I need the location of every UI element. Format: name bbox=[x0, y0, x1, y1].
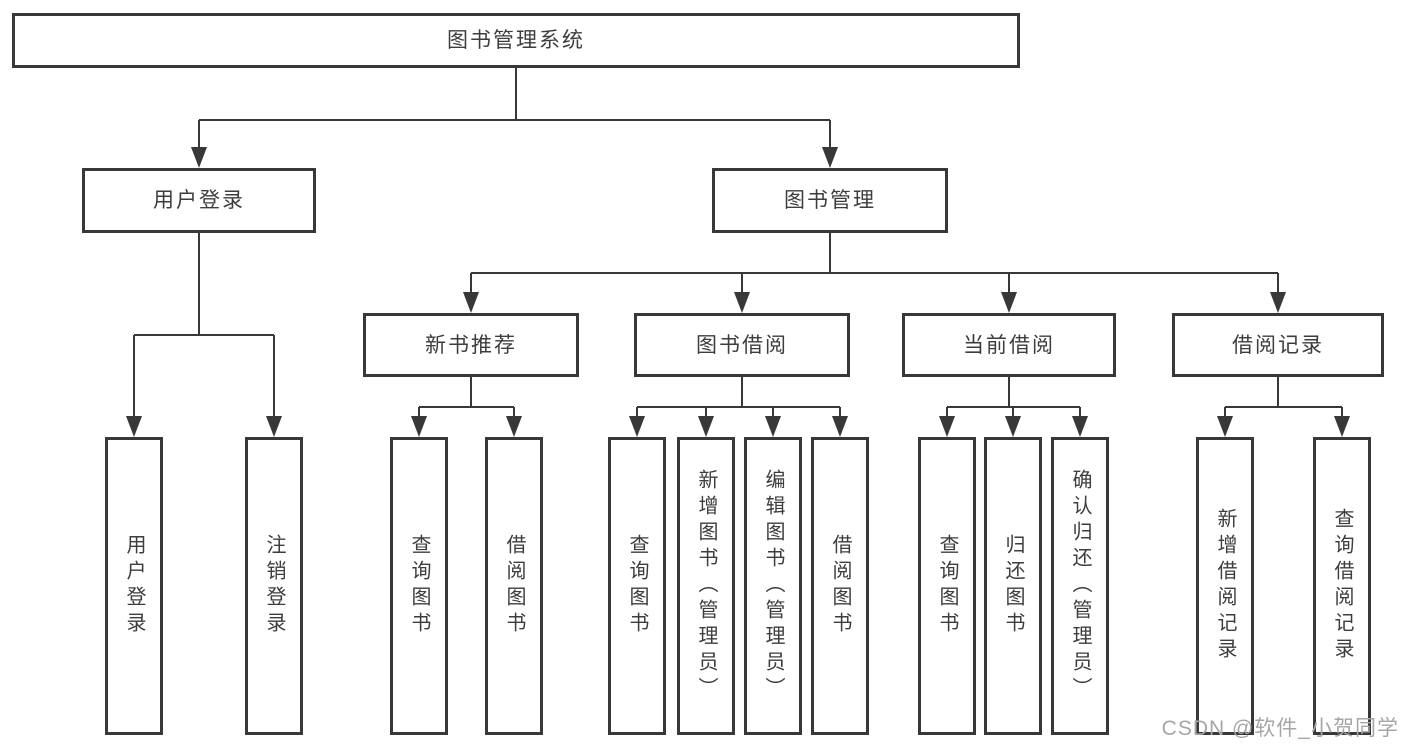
node-borrowing-records: 借阅记录 bbox=[1172, 313, 1384, 377]
arrowhead-icon bbox=[126, 416, 142, 437]
node-label: 当前借阅 bbox=[963, 333, 1055, 357]
leaf-logout: 注销登录 bbox=[245, 437, 303, 735]
connector-path bbox=[418, 377, 515, 419]
arrowhead-icon bbox=[765, 416, 781, 437]
node-new-book-recommend: 新书推荐 bbox=[363, 313, 579, 377]
leaf-user-login: 用户登录 bbox=[105, 437, 163, 735]
node-book-management: 图书管理 bbox=[712, 168, 948, 233]
leaf-query-borrow-record: 查询借阅记录 bbox=[1313, 437, 1371, 735]
leaf-edit-book-admin: 编辑图书（管理员） bbox=[744, 437, 802, 735]
node-label: 查询借阅记录 bbox=[1331, 508, 1353, 664]
arrowhead-icon bbox=[1270, 292, 1286, 313]
arrowhead-icon bbox=[1005, 416, 1021, 437]
node-label: 新增借阅记录 bbox=[1214, 508, 1236, 664]
leaf-borrow-books-recommend: 借阅图书 bbox=[485, 437, 543, 735]
node-label: 查询图书 bbox=[936, 534, 958, 638]
leaf-query-books-current: 查询图书 bbox=[918, 437, 976, 735]
node-label: 图书管理系统 bbox=[447, 29, 585, 52]
arrowhead-icon bbox=[1334, 416, 1350, 437]
node-label: 编辑图书（管理员） bbox=[762, 469, 784, 703]
node-label: 图书管理 bbox=[784, 189, 876, 212]
csdn-watermark: CSDN @软件_小贺同学 bbox=[1161, 717, 1399, 740]
leaf-confirm-return-admin: 确认归还（管理员） bbox=[1051, 437, 1109, 735]
connector-path bbox=[198, 68, 831, 150]
node-label: 用户登录 bbox=[153, 189, 245, 212]
connector-path bbox=[470, 233, 1279, 295]
node-label: 确认归还（管理员） bbox=[1069, 469, 1091, 703]
arrowhead-icon bbox=[1001, 292, 1017, 313]
connector-path bbox=[1224, 377, 1343, 419]
arrowhead-icon bbox=[832, 416, 848, 437]
arrowhead-icon bbox=[191, 147, 207, 168]
arrowhead-icon bbox=[698, 416, 714, 437]
node-label: 注销登录 bbox=[263, 534, 285, 638]
node-library-system: 图书管理系统 bbox=[12, 13, 1020, 68]
node-label: 新书推荐 bbox=[425, 333, 517, 357]
connector-path bbox=[636, 377, 841, 419]
node-label: 新增图书（管理员） bbox=[695, 469, 717, 703]
arrowhead-icon bbox=[1217, 416, 1233, 437]
arrowhead-icon bbox=[411, 416, 427, 437]
leaf-return-books: 归还图书 bbox=[984, 437, 1042, 735]
node-label: 图书借阅 bbox=[696, 333, 788, 357]
node-label: 归还图书 bbox=[1002, 534, 1024, 638]
arrowhead-icon bbox=[822, 147, 838, 168]
arrowhead-icon bbox=[266, 416, 282, 437]
arrowhead-icon bbox=[629, 416, 645, 437]
leaf-borrow-books-borrowing: 借阅图书 bbox=[811, 437, 869, 735]
connector-path bbox=[946, 377, 1081, 419]
node-label: 查询图书 bbox=[408, 534, 430, 638]
node-label: 用户登录 bbox=[123, 534, 145, 638]
node-label: 借阅图书 bbox=[829, 534, 851, 638]
node-label: 借阅记录 bbox=[1232, 333, 1324, 357]
arrowhead-icon bbox=[1072, 416, 1088, 437]
arrowhead-icon bbox=[939, 416, 955, 437]
node-current-borrowing: 当前借阅 bbox=[902, 313, 1116, 377]
connector-path bbox=[133, 233, 275, 419]
arrowhead-icon bbox=[506, 416, 522, 437]
leaf-add-book-admin: 新增图书（管理员） bbox=[677, 437, 735, 735]
node-book-borrowing: 图书借阅 bbox=[634, 313, 850, 377]
leaf-query-books-borrowing: 查询图书 bbox=[608, 437, 666, 735]
node-label: 查询图书 bbox=[626, 534, 648, 638]
leaf-query-books-recommend: 查询图书 bbox=[390, 437, 448, 735]
arrowhead-icon bbox=[734, 292, 750, 313]
arrowhead-icon bbox=[463, 292, 479, 313]
node-label: 借阅图书 bbox=[503, 534, 525, 638]
leaf-add-borrow-record: 新增借阅记录 bbox=[1196, 437, 1254, 735]
node-user-login: 用户登录 bbox=[82, 168, 316, 233]
